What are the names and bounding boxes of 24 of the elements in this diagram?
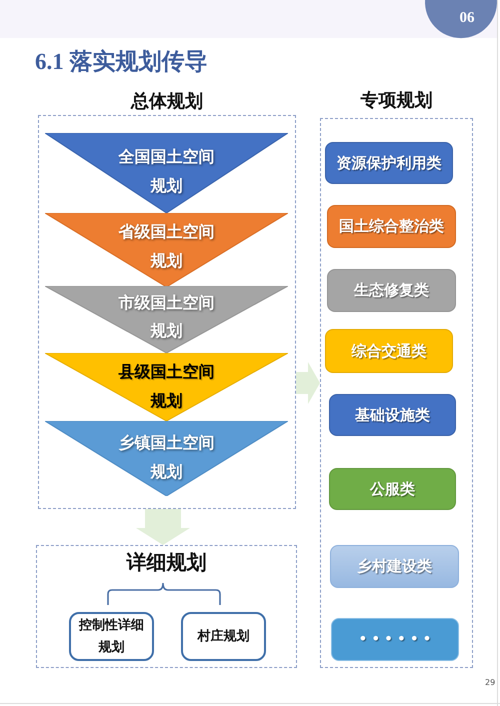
plan-box: 控制性详细规划 bbox=[69, 612, 154, 661]
category-box: 资源保护利用类 bbox=[325, 142, 453, 184]
tier-label: 省级国土空间规划 bbox=[118, 221, 216, 272]
category-box: 乡村建设类 bbox=[330, 545, 459, 588]
category-box: 生态修复类 bbox=[327, 269, 456, 312]
category-box: 国土综合整治类 bbox=[327, 205, 456, 248]
tier-label: 县级国土空间规划 bbox=[118, 361, 216, 412]
category-box: 基础设施类 bbox=[329, 394, 456, 436]
block-arrow bbox=[296, 362, 320, 404]
dashed-frame bbox=[36, 545, 297, 668]
block-arrow bbox=[136, 509, 190, 545]
chapter-number: 06 bbox=[458, 9, 476, 27]
section-heading: 详细规划 bbox=[125, 551, 208, 573]
category-box: • • • • • • bbox=[331, 618, 459, 661]
section-heading: 专项规划 bbox=[360, 90, 434, 112]
page-number: 29 bbox=[485, 678, 496, 687]
plan-box: 村庄规划 bbox=[181, 612, 266, 661]
tier-label: 乡镇国土空间规划 bbox=[118, 432, 216, 483]
category-box: 综合交通类 bbox=[325, 329, 453, 373]
section-title: 6.1 落实规划传导 bbox=[35, 48, 208, 76]
section-heading: 总体规划 bbox=[130, 91, 204, 113]
tier-label: 全国国土空间规划 bbox=[117, 146, 216, 197]
category-box: 公服类 bbox=[329, 468, 456, 510]
tier-label: 市级国土空间规划 bbox=[118, 292, 216, 342]
